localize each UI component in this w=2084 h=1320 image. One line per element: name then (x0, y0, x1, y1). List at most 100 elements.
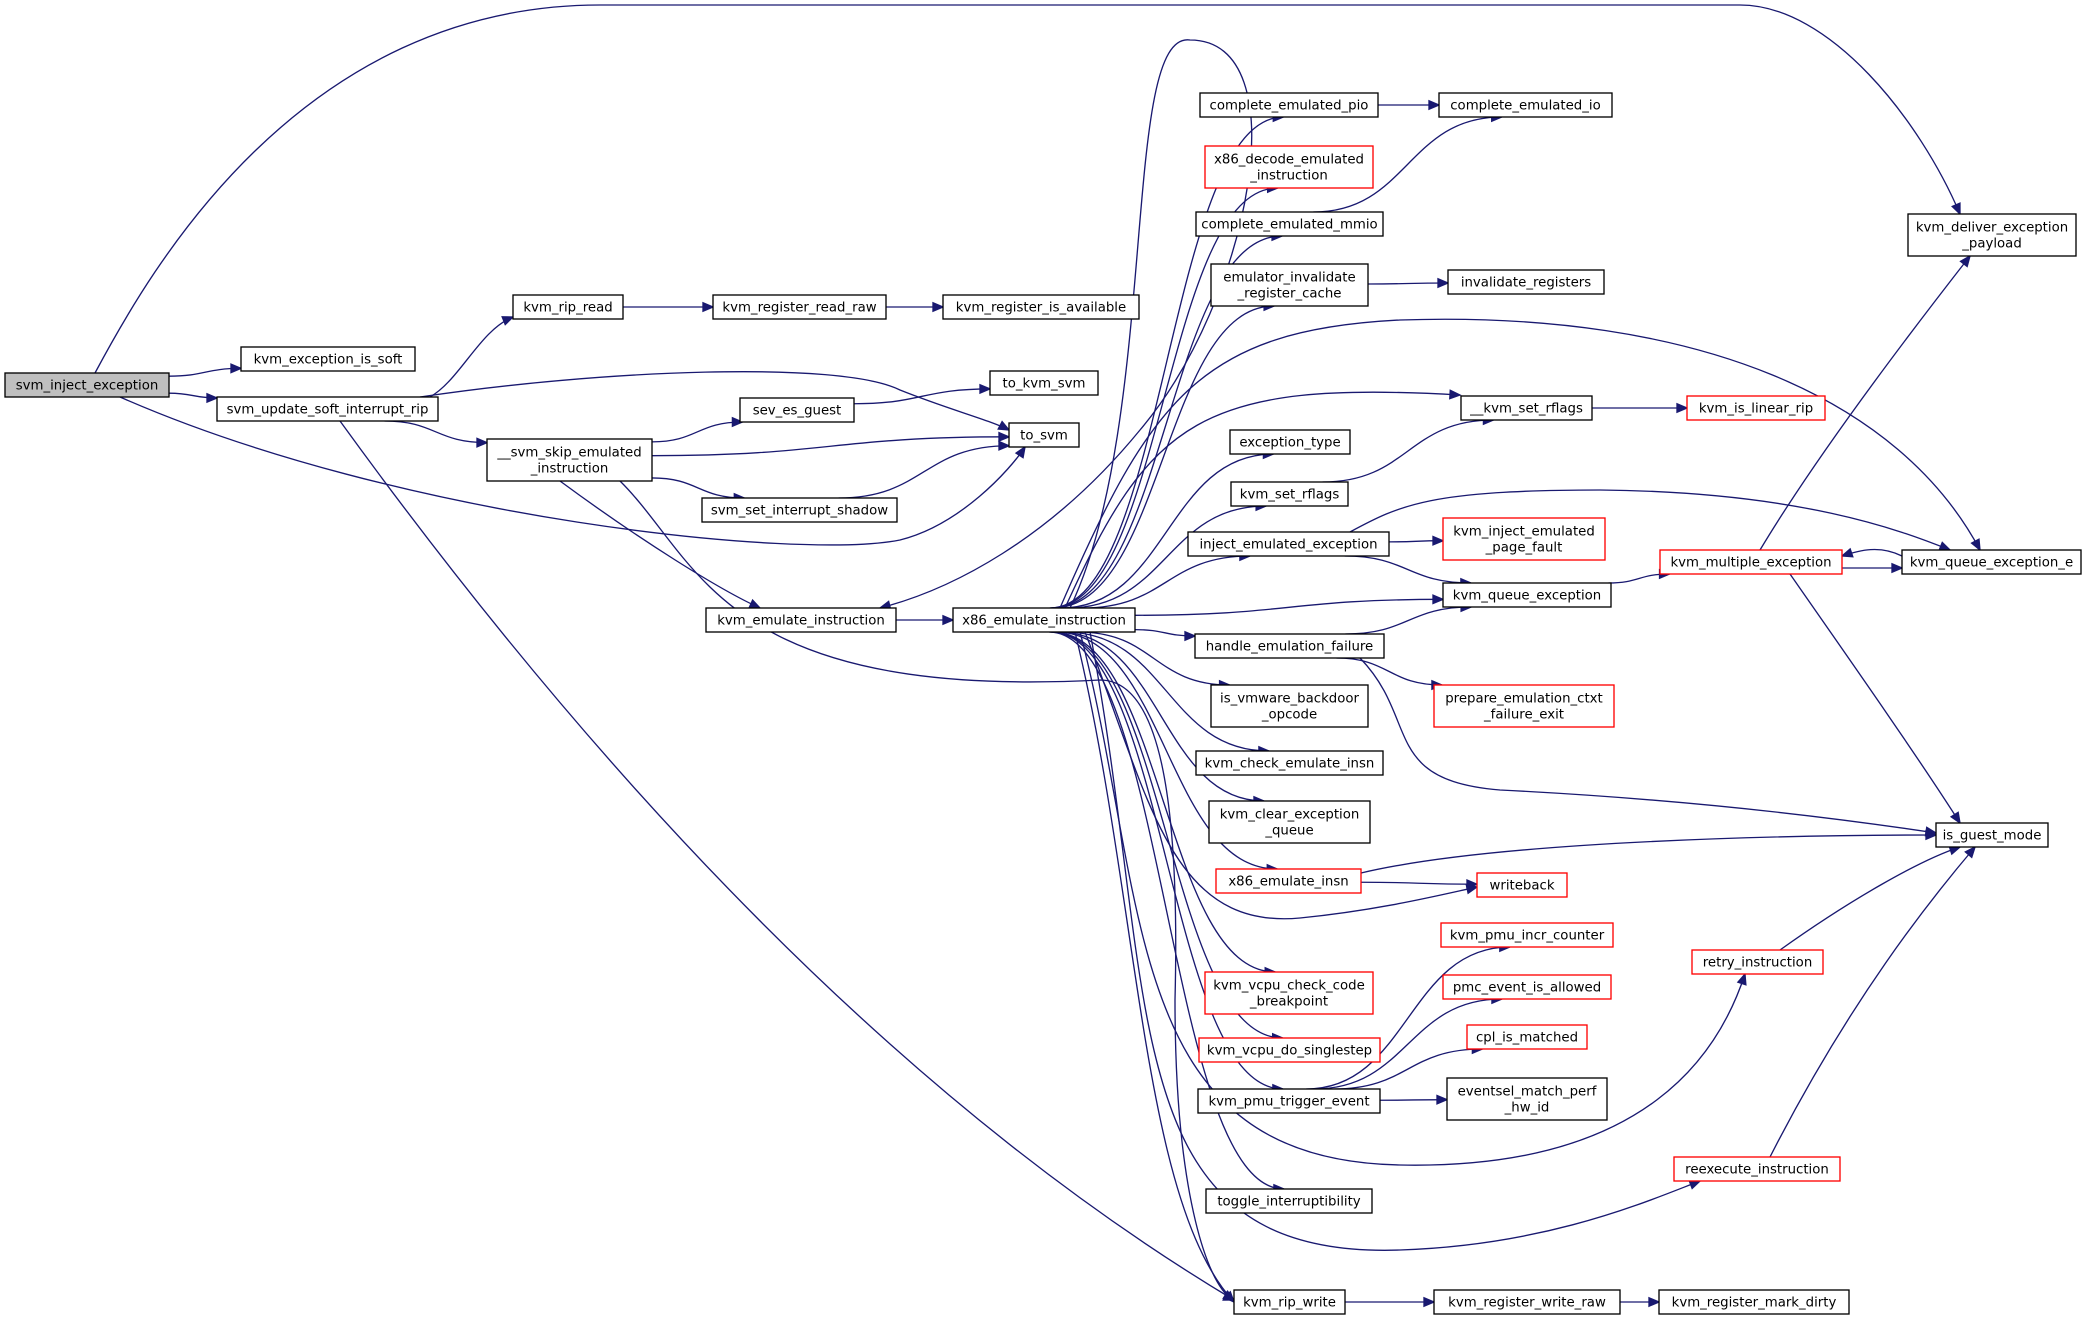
edge-svm_set_interrupt_shadow-to-to_svm (838, 440, 1011, 499)
node-label: x86_emulate_instruction (962, 614, 1126, 629)
node-label: svm_inject_exception (16, 379, 159, 394)
edge-arrowhead (1648, 1296, 1661, 1308)
node-box (1199, 92, 1379, 118)
node-label: kvm_exception_is_soft (254, 353, 403, 368)
edge-line (1049, 116, 1284, 609)
node-kvm-register-write-raw[interactable]: kvm_register_write_raw (1433, 1289, 1621, 1315)
edge-arrowhead (979, 383, 992, 395)
node-box (1691, 949, 1824, 975)
node-invalidate-registers[interactable]: invalidate_registers (1447, 269, 1605, 295)
node-kvm-register-is-available[interactable]: kvm_register_is_available (942, 294, 1140, 320)
node-kvm-multiple-exception[interactable]: kvm_multiple_exception (1659, 549, 1843, 575)
node-kvm-is-linear-rip[interactable]: kvm_is_linear_rip (1686, 395, 1826, 421)
node-svm-inject-exception[interactable]: svm_inject_exception (4, 372, 170, 398)
node-label: kvm_vcpu_do_singlestep (1207, 1044, 1372, 1059)
node-box (1210, 263, 1369, 307)
edge-svm_inject_exception-to-to_svm (119, 396, 1026, 546)
node---kvm-set-rflags[interactable]: __kvm_set_rflags (1460, 395, 1593, 421)
node-kvm-deliver-exception-payload[interactable]: kvm_deliver_exception_payload (1907, 213, 2077, 257)
node-reexecute-instruction[interactable]: reexecute_instruction (1673, 1156, 1841, 1182)
node-kvm-vcpu-do-singlestep[interactable]: kvm_vcpu_do_singlestep (1198, 1037, 1381, 1063)
edge-line (1049, 631, 1284, 1190)
node-emulator-invalidate-register-cache[interactable]: emulator_invalidate_register_cache (1210, 263, 1369, 307)
edge-x86_emulate_instruction-to-emulator_invalidate_register_cache (1052, 300, 1276, 609)
node-box (1658, 1289, 1850, 1315)
node-svm-set-interrupt-shadow[interactable]: svm_set_interrupt_shadow (701, 497, 898, 523)
node-label: _instruction (530, 462, 609, 477)
edge-line (1313, 116, 1502, 213)
node-x86-emulate-insn[interactable]: x86_emulate_insn (1215, 868, 1362, 894)
node-box (701, 497, 898, 523)
node-box (1230, 481, 1349, 507)
node-complete-emulated-pio[interactable]: complete_emulated_pio (1199, 92, 1379, 118)
node-kvm-register-read-raw[interactable]: kvm_register_read_raw (712, 294, 887, 320)
node-box (1195, 211, 1384, 237)
node-box (1204, 145, 1374, 189)
edges-layer (94, 4, 1981, 1308)
node-kvm-emulate-instruction[interactable]: kvm_emulate_instruction (705, 607, 897, 633)
edge-arrowhead (1423, 1296, 1436, 1308)
node-cpl-is-matched[interactable]: cpl_is_matched (1466, 1024, 1588, 1050)
edge-svm_inject_exception-to-svm_update_soft_interrupt_rip (168, 392, 219, 404)
edge-svm_update_soft_interrupt_rip-to-to_svm (419, 370, 1011, 431)
node-kvm-clear-exception-queue[interactable]: kvm_clear_exception_queue (1208, 800, 1371, 844)
node-complete-emulated-io[interactable]: complete_emulated_io (1438, 92, 1613, 118)
node-is-guest-mode[interactable]: is_guest_mode (1935, 822, 2049, 848)
edge-kvm_rip_write-to-kvm_register_write_raw (1344, 1296, 1436, 1308)
node-kvm-exception-is-soft[interactable]: kvm_exception_is_soft (240, 346, 416, 372)
node-inject-emulated-exception[interactable]: inject_emulated_exception (1187, 531, 1390, 557)
node-box (1433, 684, 1615, 728)
node-label: kvm_register_read_raw (722, 301, 876, 316)
node-kvm-vcpu-check-code-breakpoint[interactable]: kvm_vcpu_check_code_breakpoint (1204, 971, 1374, 1015)
node-x86-decode-emulated-instruction[interactable]: x86_decode_emulated_instruction (1204, 145, 1374, 189)
node-retry-instruction[interactable]: retry_instruction (1691, 949, 1824, 975)
node-to-svm[interactable]: to_svm (1008, 422, 1080, 448)
node-kvm-queue-exception[interactable]: kvm_queue_exception (1442, 582, 1612, 608)
node-box (1673, 1156, 1841, 1182)
node-kvm-pmu-incr-counter[interactable]: kvm_pmu_incr_counter (1440, 922, 1614, 948)
node-is-vmware-backdoor-opcode[interactable]: is_vmware_backdoor_opcode (1210, 684, 1369, 728)
edge-line (419, 370, 1010, 431)
edge-arrowhead (731, 416, 745, 428)
node-box (1187, 531, 1390, 557)
node-kvm-register-mark-dirty[interactable]: kvm_register_mark_dirty (1658, 1289, 1850, 1315)
node-eventsel-match-perf-hw-id[interactable]: eventsel_match_perf_hw_id (1446, 1077, 1608, 1121)
edge-arrowhead (1432, 594, 1445, 605)
node-box (1446, 1077, 1608, 1121)
node-svm-update-soft-interrupt-rip[interactable]: svm_update_soft_interrupt_rip (216, 396, 439, 422)
node---svm-skip-emulated-instruction[interactable]: __svm_skip_emulated_instruction (486, 438, 653, 482)
node-kvm-pmu-trigger-event[interactable]: kvm_pmu_trigger_event (1197, 1088, 1381, 1114)
node-to-kvm-svm[interactable]: to_kvm_svm (989, 370, 1099, 396)
node-kvm-check-emulate-insn[interactable]: kvm_check_emulate_insn (1195, 750, 1384, 776)
edge-x86_emulate_instruction-to-kvm_queue_exception_e (1059, 318, 1981, 609)
node-box (240, 346, 416, 372)
node-box (712, 294, 887, 320)
node-label: writeback (1489, 879, 1554, 894)
node-label: kvm_pmu_trigger_event (1208, 1095, 1369, 1110)
node-label: kvm_inject_emulated (1453, 525, 1595, 540)
edge-svm_update_soft_interrupt_rip-to-kvm_rip_write (339, 420, 1236, 1301)
node-sev-es-guest[interactable]: sev_es_guest (739, 397, 855, 423)
node-x86-emulate-instruction[interactable]: x86_emulate_instruction (952, 607, 1136, 633)
node-kvm-inject-emulated-page-fault[interactable]: kvm_inject_emulated_page_fault (1442, 517, 1606, 561)
node-label: complete_emulated_mmio (1201, 218, 1377, 233)
node-toggle-interruptibility[interactable]: toggle_interruptibility (1205, 1188, 1373, 1214)
node-pmc-event-is-allowed[interactable]: pmc_event_is_allowed (1442, 974, 1612, 1000)
edge-line (168, 367, 242, 377)
node-label: _page_fault (1485, 541, 1563, 556)
node-handle-emulation-failure[interactable]: handle_emulation_failure (1194, 633, 1385, 659)
node-kvm-set-rflags[interactable]: kvm_set_rflags (1230, 481, 1349, 507)
node-label: _payload (1961, 237, 2022, 252)
node-prepare-emulation-ctxt-failure-exit[interactable]: prepare_emulation_ctxt_failure_exit (1433, 684, 1615, 728)
edge-x86_emulate_insn-to-is_guest_mode (1360, 829, 1938, 874)
node-label: svm_set_interrupt_shadow (711, 504, 888, 519)
node-exception-type[interactable]: exception_type (1229, 429, 1351, 455)
node-writeback[interactable]: writeback (1476, 872, 1568, 898)
node-complete-emulated-mmio[interactable]: complete_emulated_mmio (1195, 211, 1384, 237)
edge-x86_emulate_insn-to-writeback (1360, 879, 1479, 890)
node-kvm-rip-read[interactable]: kvm_rip_read (512, 294, 624, 320)
node-label: _opcode (1261, 708, 1317, 723)
edge-line (1322, 419, 1494, 483)
node-kvm-queue-exception-e[interactable]: kvm_queue_exception_e (1901, 549, 2082, 575)
node-kvm-rip-write[interactable]: kvm_rip_write (1233, 1289, 1346, 1315)
